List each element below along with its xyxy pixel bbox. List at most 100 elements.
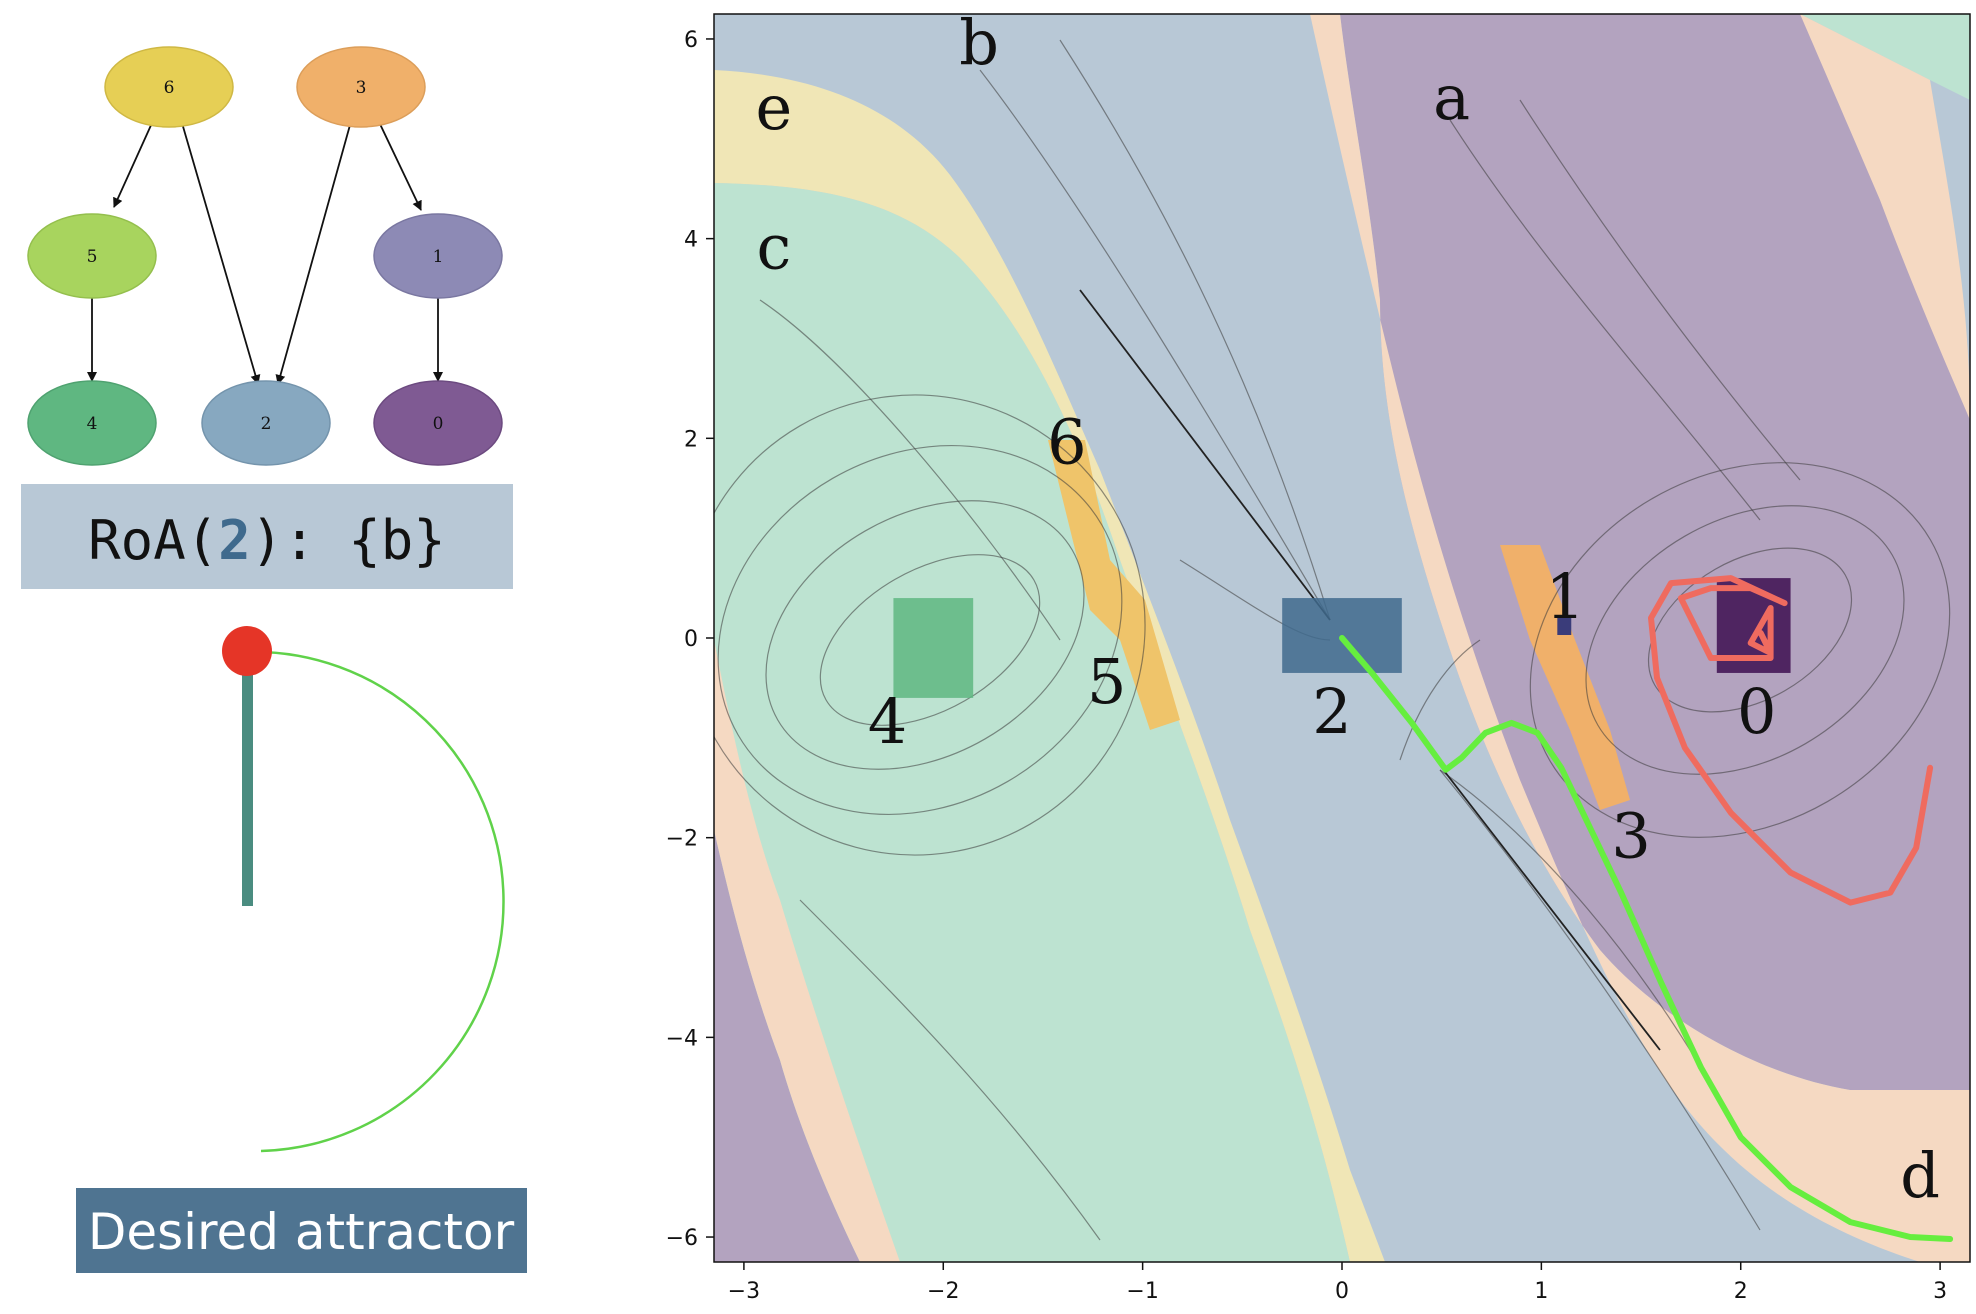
graph-node-2: 2: [201, 380, 331, 466]
edge-3-2: [275, 124, 351, 385]
region-c-green-right: [1800, 14, 1970, 100]
pendulum-rod: [242, 652, 253, 906]
region-3-orange-band: [1500, 545, 1630, 810]
region-label-a: a: [1433, 61, 1470, 134]
caption-box: Desired attractor: [76, 1188, 527, 1273]
roa-suffix: ): {b}: [251, 509, 446, 572]
graph-node-4: 4: [27, 380, 157, 466]
region-d-peach-top-right: [1800, 14, 1970, 420]
attractor-labels: 0 1 2 3 4 5 6: [868, 405, 1777, 872]
attractor-label-4: 4: [868, 685, 907, 758]
streamline-spiral-6: [1585, 505, 1905, 775]
region-6-orange-band: [1048, 440, 1180, 730]
streamline-diag-3: [1439, 769, 1761, 1231]
attractor-box-1: [1557, 616, 1572, 636]
graph-node-6-shape: [104, 46, 234, 128]
region-label-b: b: [959, 6, 999, 79]
pendulum-illustration: [222, 626, 505, 1153]
attractor-label-6: 6: [1047, 405, 1086, 478]
roa-prefix: RoA(: [88, 509, 218, 572]
pendulum-swing-path: [246, 650, 505, 1153]
y-tick-label-6: 6: [684, 28, 698, 53]
graph-node-2-label: 2: [261, 414, 272, 434]
region-label-e: e: [755, 71, 792, 144]
x-tick-label-6: 3: [1933, 1279, 1947, 1304]
graph-node-3: 3: [296, 46, 426, 128]
attractor-label-3: 3: [1611, 800, 1650, 873]
streamline-diag-4: [1439, 769, 1721, 1101]
region-label-d: d: [1900, 1139, 1940, 1212]
region-a-purple-bottom-left: [714, 830, 860, 1262]
trajectories: [1339, 575, 1954, 1242]
streamline-diag-6: [1399, 639, 1481, 761]
region-d-peach-band: [1310, 14, 1970, 1262]
streamline-spiral-1: [819, 554, 1041, 726]
y-tick-label-0: −6: [666, 1226, 698, 1251]
graph-edges: [87, 122, 443, 385]
y-tick-label-3: 0: [684, 627, 698, 652]
graph-node-2-shape: [201, 380, 331, 466]
trajectory-green: [1339, 635, 1954, 1242]
graph-node-0: 0: [373, 380, 503, 466]
streamline-diag-10: [1519, 99, 1801, 481]
region-c-green-left: [714, 183, 1350, 1262]
roa-box: RoA(2): {b}: [21, 484, 513, 589]
roa-label: RoA(2): {b}: [88, 509, 446, 572]
graph-node-0-shape: [373, 380, 503, 466]
y-tick-label-1: −4: [666, 1026, 698, 1051]
x-tick-label-5: 2: [1734, 1279, 1748, 1304]
graph-node-3-shape: [296, 46, 426, 128]
region-labels: a b c d e: [755, 6, 1940, 1212]
y-tick-label-2: −2: [666, 827, 698, 852]
graph-node-3-label: 3: [356, 78, 367, 98]
attractor-label-5: 5: [1087, 645, 1126, 718]
x-tick-label-0: −3: [728, 1279, 760, 1304]
streamline-spiral-4: [714, 394, 1146, 856]
streamline-diag-8: [799, 899, 1101, 1241]
caption-background: [76, 1188, 527, 1273]
streamline-spiral-7: [1529, 462, 1951, 838]
x-tick-label-2: −1: [1126, 1279, 1158, 1304]
y-tick-label-4: 2: [684, 427, 698, 452]
graph-node-5-shape: [27, 213, 157, 299]
caption-label: Desired attractor: [88, 1203, 515, 1261]
attractor-box-4: [893, 598, 974, 698]
graph-node-4-label: 4: [87, 414, 98, 434]
graph-node-1: 1: [373, 213, 503, 299]
x-tick-label-3: 0: [1335, 1279, 1349, 1304]
y-tick-label-5: 4: [684, 228, 698, 253]
graph-node-4-shape: [27, 380, 157, 466]
roa-node: 2: [218, 509, 251, 572]
graph-node-5: 5: [27, 213, 157, 299]
edge-6-2: [181, 122, 261, 385]
graph-node-1-shape: [373, 213, 503, 299]
streamline-diag-2: [1059, 39, 1331, 621]
streamline-diag-7: [759, 299, 1061, 641]
attractor-label-0: 0: [1737, 675, 1776, 748]
morse-graph: 6 3 5 1 4 2 0: [27, 46, 503, 466]
edge-6-5: [113, 122, 153, 208]
edge-3-1: [379, 123, 422, 211]
x-tick-label-4: 1: [1534, 1279, 1548, 1304]
region-label-c: c: [756, 211, 791, 284]
streamline-spiral-3: [717, 445, 1123, 815]
region-a-purple-right: [1340, 14, 1970, 1090]
separatrix-upper: [1079, 289, 1331, 621]
graph-node-6: 6: [104, 46, 234, 128]
graph-node-6-label: 6: [164, 78, 175, 98]
streamline-spiral-5: [1647, 547, 1853, 713]
streamline-diag-9: [1449, 119, 1761, 521]
graph-node-1-label: 1: [433, 247, 444, 267]
separatrix-lower: [1444, 771, 1661, 1051]
y-axis-ticks: −6 −4 −2 0 2 4 6: [666, 28, 714, 1251]
graph-node-0-label: 0: [433, 414, 444, 434]
streamlines: [714, 39, 1951, 1241]
streamline-diag-1: [979, 69, 1331, 621]
streamline-spiral-2: [765, 500, 1085, 770]
phase-portrait: a b c d e 0 1 2 3 4 5 6 −3 −2 −1 0 1 2 3 −6 −4 −2 0 2 4 6: [666, 6, 1971, 1304]
pendulum-bob: [222, 626, 272, 676]
attractor-label-1: 1: [1546, 560, 1585, 633]
attractor-label-2: 2: [1312, 675, 1351, 748]
